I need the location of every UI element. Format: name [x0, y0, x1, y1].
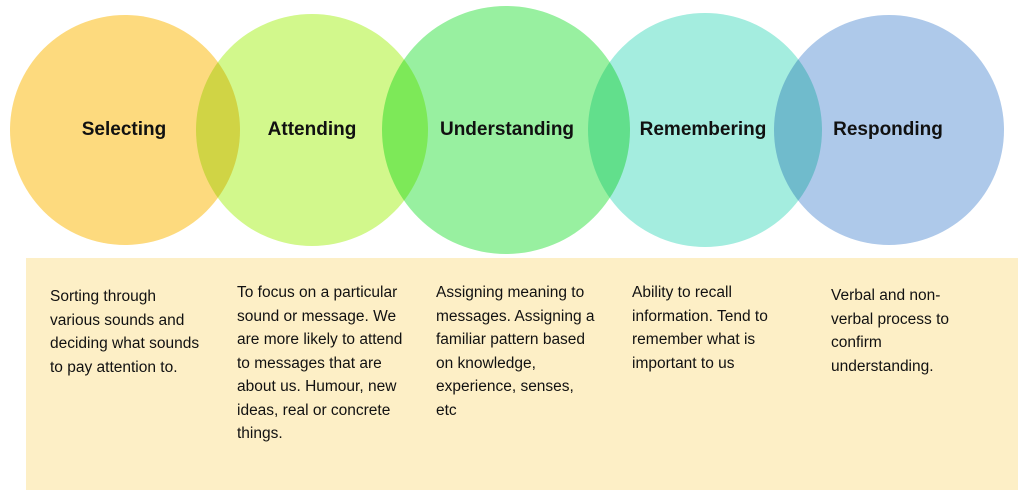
- stage-description-remembering: Ability to recall information. Tend to r…: [632, 284, 768, 372]
- stage-description-responding: Verbal and non-verbal process to confirm…: [831, 287, 950, 375]
- stage-title-selecting: Selecting: [81, 119, 167, 140]
- stage-description-selecting: Sorting through various sounds and decid…: [50, 288, 200, 376]
- circle-responding: [774, 15, 1004, 245]
- stage-description-attending: To focus on a particular sound or messag…: [237, 284, 403, 442]
- stage-title-understanding: Understanding: [439, 119, 575, 140]
- stage-description-understanding: Assigning meaning to messages. Assigning…: [436, 284, 595, 419]
- stage-title-responding: Responding: [833, 119, 943, 140]
- stage-title-remembering: Remembering: [639, 119, 767, 140]
- stage-title-attending: Attending: [267, 119, 357, 140]
- description-panel: [26, 258, 1018, 490]
